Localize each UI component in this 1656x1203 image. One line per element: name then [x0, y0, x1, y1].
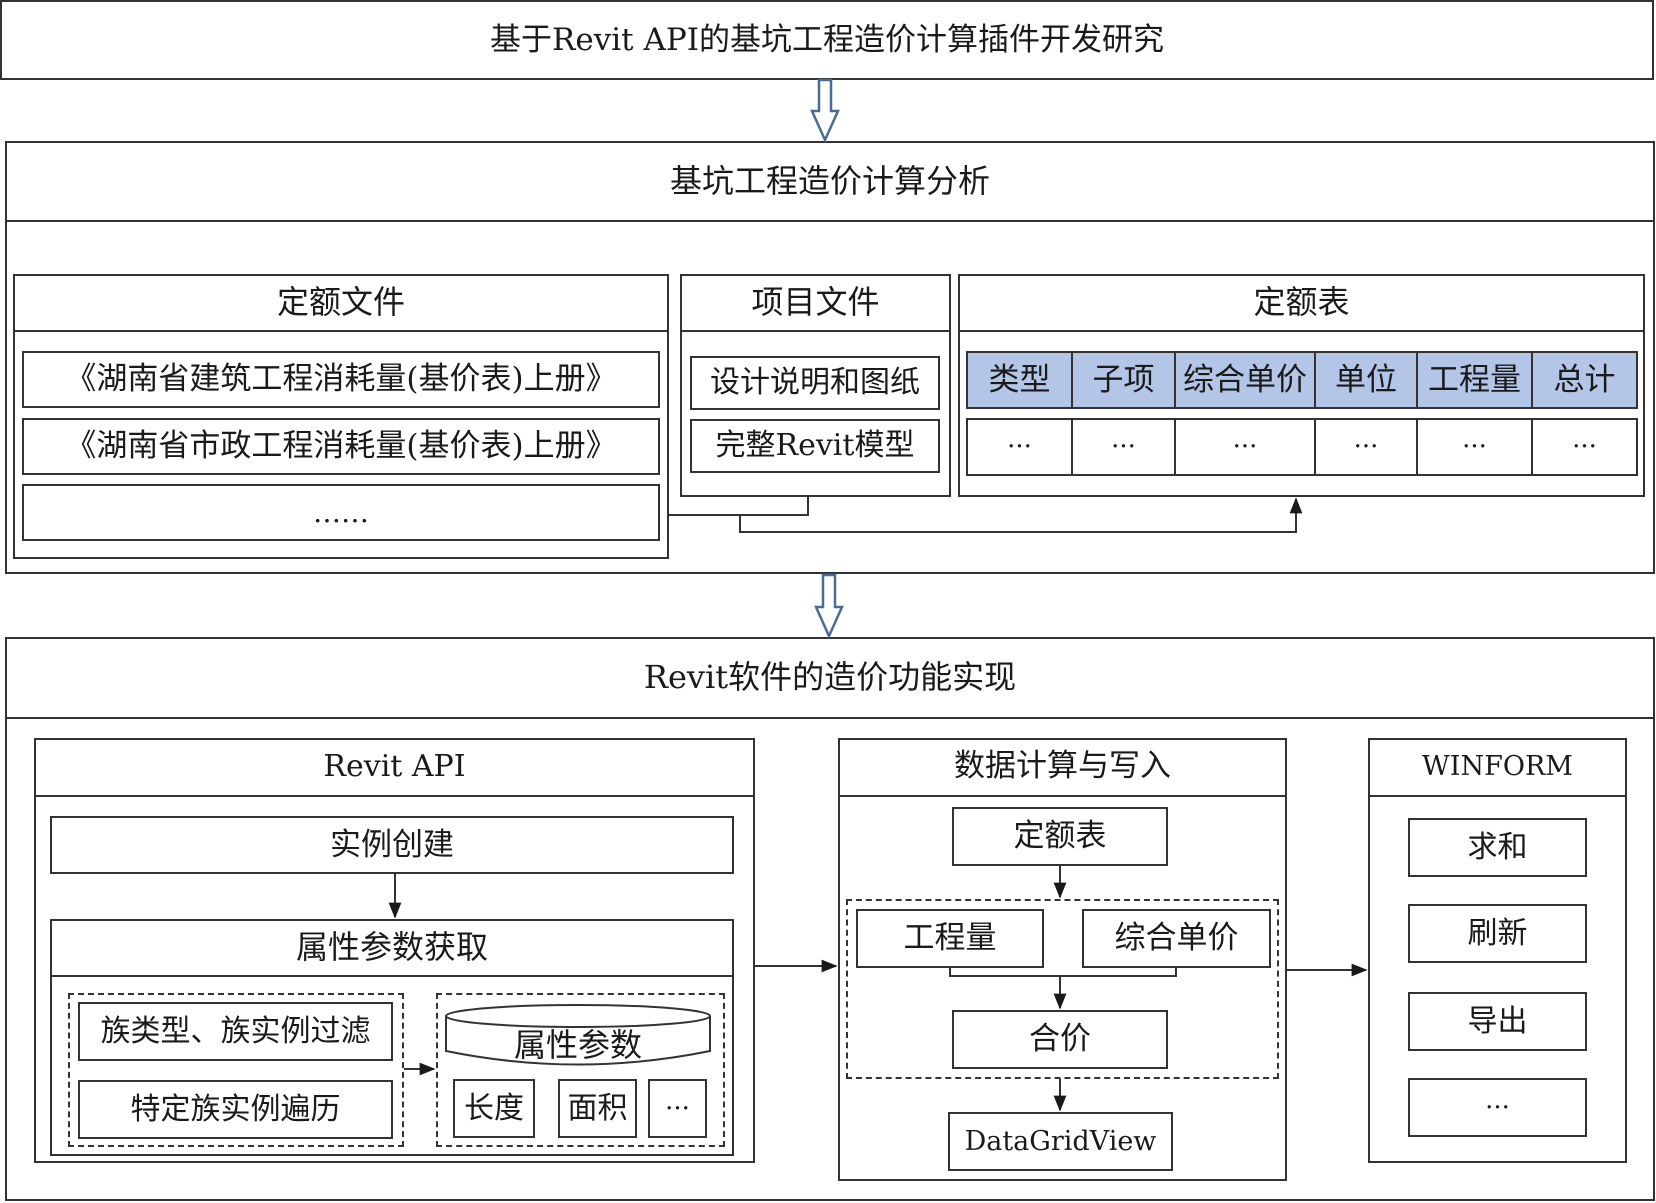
quota-table-title: 定额表: [958, 274, 1645, 332]
project-file-item: 完整Revit模型: [690, 419, 940, 473]
quota-table-cell: ···: [1314, 418, 1418, 476]
params-group: [436, 993, 725, 1147]
main-title-box: [0, 0, 1654, 80]
param-length-box: 长度: [453, 1079, 535, 1138]
quota-table-header: 综合单价: [1174, 351, 1316, 409]
instance-create-box: 实例创建: [50, 816, 734, 874]
family-filter-box: 族类型、族实例过滤: [78, 1002, 393, 1061]
main-title: 基于Revit API的基坑工程造价计算插件开发研究: [490, 21, 1164, 58]
total-price-box: 合价: [952, 1010, 1168, 1069]
project-file-item: 设计说明和图纸: [690, 356, 940, 410]
revit-api-title: Revit API: [34, 738, 755, 797]
quota-file-item: 《湖南省市政工程消耗量(基价表)上册》: [22, 418, 660, 475]
param-area-box: 面积: [558, 1079, 637, 1138]
param-more-box: ···: [648, 1079, 707, 1138]
instance-traverse-box: 特定族实例遍历: [78, 1080, 393, 1139]
quota-table-header: 类型: [966, 351, 1073, 409]
property-params-label: 属性参数: [513, 1026, 642, 1064]
param-get-title: 属性参数获取: [50, 919, 734, 977]
calc-title: 数据计算与写入: [838, 738, 1287, 797]
down-arrow-2: [814, 573, 844, 640]
quota-table-header: 工程量: [1416, 351, 1533, 409]
quota-table-cell: ···: [1416, 418, 1533, 476]
quota-table-header: 总计: [1531, 351, 1638, 409]
quota-table-cell: ···: [1174, 418, 1316, 476]
calc-quota-table-box: 定额表: [952, 807, 1168, 866]
analysis-title: 基坑工程造价计算分析: [5, 141, 1655, 222]
winform-refresh-button[interactable]: 刷新: [1408, 904, 1587, 963]
unit-price-box: 综合单价: [1082, 909, 1271, 968]
calc-group: [846, 899, 1279, 1079]
winform-title: WINFORM: [1368, 738, 1627, 797]
quota-table-cell: ···: [966, 418, 1073, 476]
winform-more-button[interactable]: ···: [1408, 1078, 1587, 1137]
filter-group: [68, 993, 404, 1147]
quota-file-item: ……: [22, 484, 660, 541]
project-files-title: 项目文件: [680, 274, 951, 332]
winform-sum-button[interactable]: 求和: [1408, 818, 1587, 877]
quota-files-title: 定额文件: [13, 274, 669, 332]
quota-table-cell: ···: [1531, 418, 1638, 476]
winform-export-button[interactable]: 导出: [1408, 992, 1587, 1051]
quota-file-item: 《湖南省建筑工程消耗量(基价表)上册》: [22, 351, 660, 408]
implementation-title: Revit软件的造价功能实现: [5, 637, 1655, 719]
quantity-box: 工程量: [856, 909, 1044, 968]
quota-table-header: 子项: [1071, 351, 1176, 409]
datagridview-box: DataGridView: [948, 1112, 1173, 1171]
down-arrow-1: [810, 78, 840, 144]
quota-table-header: 单位: [1314, 351, 1418, 409]
quota-table-cell: ···: [1071, 418, 1176, 476]
